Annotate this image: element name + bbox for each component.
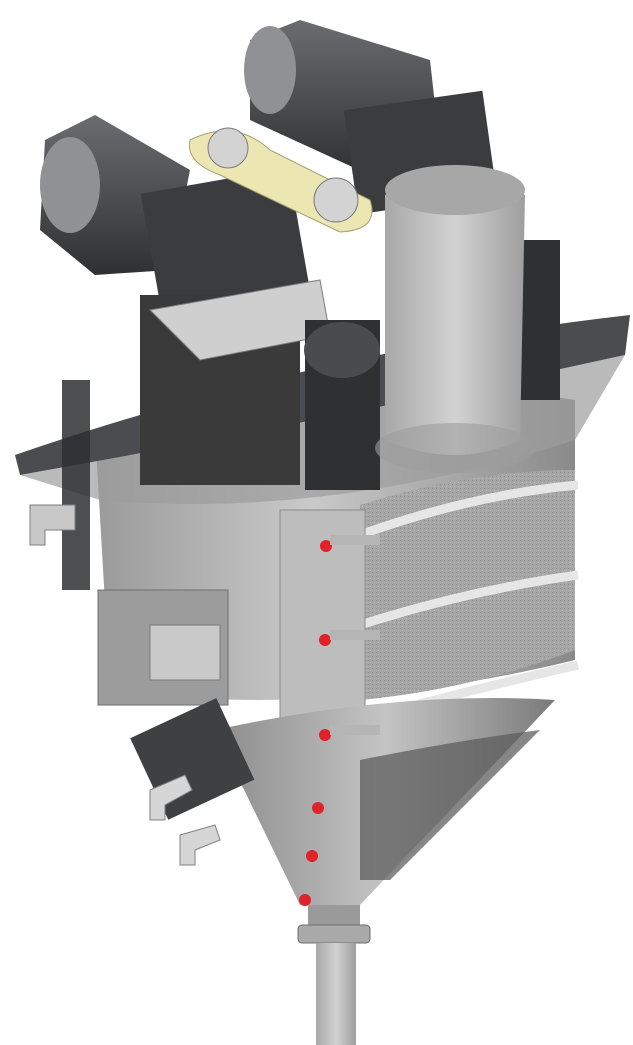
agitator-motors [304, 240, 560, 490]
red-clamps [299, 535, 380, 906]
cone-bottom [215, 698, 555, 905]
outlet-tube [297, 905, 371, 1045]
drive-belt [188, 127, 373, 233]
inlet-fittings [130, 698, 255, 866]
side-bracket [29, 380, 229, 706]
feed-tube [375, 165, 535, 473]
left-motor [40, 115, 331, 485]
